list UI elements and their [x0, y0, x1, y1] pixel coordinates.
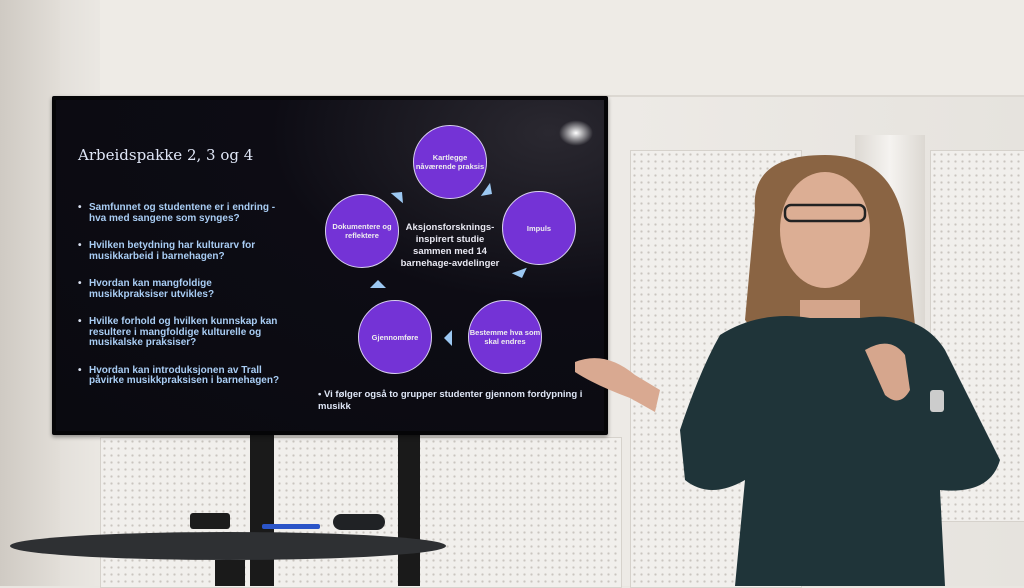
remote	[333, 514, 385, 530]
pen	[262, 524, 320, 529]
bullet: Hvordan kan introduksjonen av Trall påvi…	[78, 365, 293, 387]
footer-bullet-text: Vi følger også to grupper studenter gjen…	[318, 389, 583, 412]
cycle-step: Bestemme hva som skal endres	[468, 300, 542, 374]
cycle-step: Kartlegge nåværende praksis	[413, 125, 487, 199]
bullet: Samfunnet og studentene er i endring - h…	[78, 202, 293, 224]
arrow-icon	[436, 330, 452, 346]
glasses	[783, 203, 867, 223]
bullet: Hvilken betydning har kulturarv for musi…	[78, 240, 293, 262]
bullet: Hvordan kan mangfoldige musikkpraksiser …	[78, 278, 293, 300]
cycle-step: Impuls	[502, 191, 576, 265]
tv-stand-leg	[250, 435, 274, 586]
arrow-icon	[370, 272, 386, 288]
acoustic-panel	[100, 437, 622, 588]
watch	[930, 390, 944, 412]
hand	[575, 358, 660, 412]
slide-title: Arbeidspakke 2, 3 og 4	[78, 146, 254, 164]
light-glare	[556, 118, 596, 148]
footer-bullet: • Vi følger også to grupper studenter gj…	[318, 389, 583, 412]
table	[10, 532, 446, 560]
slide-bullets: Samfunnet og studentene er i endring - h…	[78, 202, 293, 404]
tv-stand-leg	[398, 435, 420, 586]
cycle-step: Gjennomføre	[358, 300, 432, 374]
headset-receiver	[190, 513, 230, 529]
bullet: Hvilke forhold og hvilken kunnskap kan r…	[78, 316, 293, 349]
hand	[865, 343, 910, 401]
cycle-center-text: Aksjonsforsknings-inspirert studie samme…	[400, 222, 500, 269]
pillar	[0, 0, 60, 586]
shirt	[680, 316, 1000, 586]
presenter	[575, 155, 1000, 586]
face	[780, 172, 870, 288]
cycle-step: Dokumentere og reflektere	[325, 194, 399, 268]
upper-wall	[100, 0, 1024, 97]
table-leg	[215, 560, 245, 586]
